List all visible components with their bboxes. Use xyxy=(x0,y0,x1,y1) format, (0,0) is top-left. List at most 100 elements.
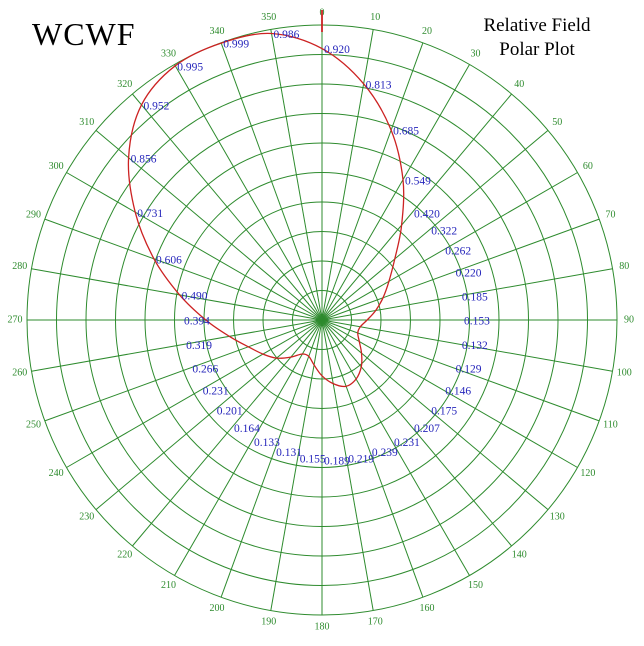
radial-spoke xyxy=(31,319,323,372)
angle-tick-label: 50 xyxy=(552,117,562,128)
angle-tick-label: 320 xyxy=(117,79,132,90)
station-callsign: WCWF xyxy=(32,16,136,52)
angle-tick-label: 340 xyxy=(210,26,225,37)
field-value-label: 0.239 xyxy=(372,447,398,459)
field-value-label: 0.164 xyxy=(234,423,260,435)
field-value-label: 0.185 xyxy=(462,291,488,303)
radial-spoke xyxy=(321,42,424,321)
radial-spoke xyxy=(132,93,323,321)
radial-spoke xyxy=(31,268,323,321)
radial-spoke xyxy=(174,64,323,321)
angle-tick-label: 310 xyxy=(79,117,94,128)
angle-tick-label: 30 xyxy=(471,48,481,59)
field-value-label: 0.685 xyxy=(393,126,419,138)
field-value-label: 0.219 xyxy=(348,454,374,466)
field-value-label: 0.231 xyxy=(394,437,420,449)
field-value-label: 0.999 xyxy=(223,39,249,51)
radial-spoke xyxy=(321,64,470,321)
angle-tick-label: 270 xyxy=(8,314,23,325)
angle-tick-label: 280 xyxy=(12,261,27,272)
angle-tick-label: 250 xyxy=(26,419,41,430)
radial-spoke xyxy=(44,218,323,321)
angle-tick-label: 240 xyxy=(49,468,64,479)
angle-tick-label: 130 xyxy=(550,512,565,523)
field-pattern-curve xyxy=(127,32,405,388)
angle-tick-label: 180 xyxy=(315,621,330,632)
radial-spoke xyxy=(66,319,323,468)
field-value-label: 0.995 xyxy=(177,61,203,73)
angle-tick-label: 220 xyxy=(117,549,132,560)
radial-spoke xyxy=(270,319,323,611)
radial-spoke xyxy=(321,93,512,321)
radial-spoke xyxy=(321,268,613,321)
field-value-label: 0.133 xyxy=(254,437,280,449)
field-value-label: 0.153 xyxy=(464,316,490,328)
field-value-label: 0.920 xyxy=(324,44,350,56)
field-value-label: 0.231 xyxy=(203,386,229,398)
angle-tick-label: 140 xyxy=(512,549,527,560)
field-value-label: 0.856 xyxy=(131,153,157,165)
field-value-label: 0.490 xyxy=(182,291,208,303)
radial-spoke xyxy=(66,172,323,321)
radial-spoke xyxy=(321,218,600,321)
radial-spoke xyxy=(321,319,600,422)
radial-spoke xyxy=(95,319,323,510)
field-value-label: 0.146 xyxy=(445,386,471,398)
radial-spoke xyxy=(321,319,578,468)
angle-tick-label: 230 xyxy=(79,512,94,523)
angle-tick-label: 190 xyxy=(261,617,276,628)
angle-tick-label: 40 xyxy=(514,79,524,90)
angle-tick-label: 330 xyxy=(161,48,176,59)
radial-spoke xyxy=(132,319,323,547)
angle-tick-label: 210 xyxy=(161,580,176,591)
angle-tick-label: 20 xyxy=(422,26,432,37)
angle-tick-label: 170 xyxy=(368,617,383,628)
angle-tick-label: 350 xyxy=(261,12,276,23)
radial-spokes xyxy=(27,25,617,615)
angle-tick-label: 60 xyxy=(583,161,593,172)
radial-spoke xyxy=(321,319,613,372)
angle-tick-label: 160 xyxy=(420,603,435,614)
field-value-label: 0.175 xyxy=(431,406,457,418)
radial-spoke xyxy=(220,319,323,598)
radial-spoke xyxy=(321,319,374,611)
field-value-label: 0.394 xyxy=(184,316,210,328)
field-value-label: 0.606 xyxy=(156,255,182,267)
radial-spoke xyxy=(321,319,512,547)
radial-spoke xyxy=(95,130,323,321)
radial-spoke xyxy=(321,130,549,321)
field-value-label: 0.813 xyxy=(366,79,392,91)
angle-tick-label: 10 xyxy=(370,12,380,23)
field-value-label: 0.132 xyxy=(462,340,488,352)
field-value-label: 0.262 xyxy=(445,246,471,258)
radial-spoke xyxy=(321,29,374,321)
plot-title-line1: Relative Field xyxy=(483,15,591,36)
field-value-label: 0.129 xyxy=(456,364,482,376)
field-value-label: 0.731 xyxy=(137,208,163,220)
field-value-label: 0.201 xyxy=(217,406,243,418)
radial-spoke xyxy=(321,172,578,321)
angle-tick-label: 110 xyxy=(603,419,618,430)
field-value-labels: 0.9200.8130.6850.5490.4200.3220.2620.220… xyxy=(131,29,491,468)
field-value-label: 0.549 xyxy=(405,175,431,187)
angle-tick-label: 70 xyxy=(606,209,616,220)
field-value-label: 0.131 xyxy=(276,447,302,459)
radial-spoke xyxy=(174,319,323,576)
radial-spoke xyxy=(321,319,470,576)
field-value-label: 0.266 xyxy=(192,364,218,376)
field-value-label: 0.420 xyxy=(414,208,440,220)
field-value-label: 0.952 xyxy=(144,101,170,113)
angle-tick-label: 200 xyxy=(210,603,225,614)
angle-tick-label: 150 xyxy=(468,580,483,591)
field-value-label: 0.986 xyxy=(274,29,300,41)
field-value-label: 0.189 xyxy=(324,456,350,468)
angle-tick-labels: 0102030405060708090100110120130140150160… xyxy=(8,7,635,632)
angle-tick-label: 90 xyxy=(624,314,634,325)
angle-tick-label: 100 xyxy=(617,368,632,379)
field-value-label: 0.155 xyxy=(300,454,326,466)
field-value-label: 0.207 xyxy=(414,423,440,435)
angle-tick-label: 300 xyxy=(49,161,64,172)
angle-tick-label: 290 xyxy=(26,209,41,220)
